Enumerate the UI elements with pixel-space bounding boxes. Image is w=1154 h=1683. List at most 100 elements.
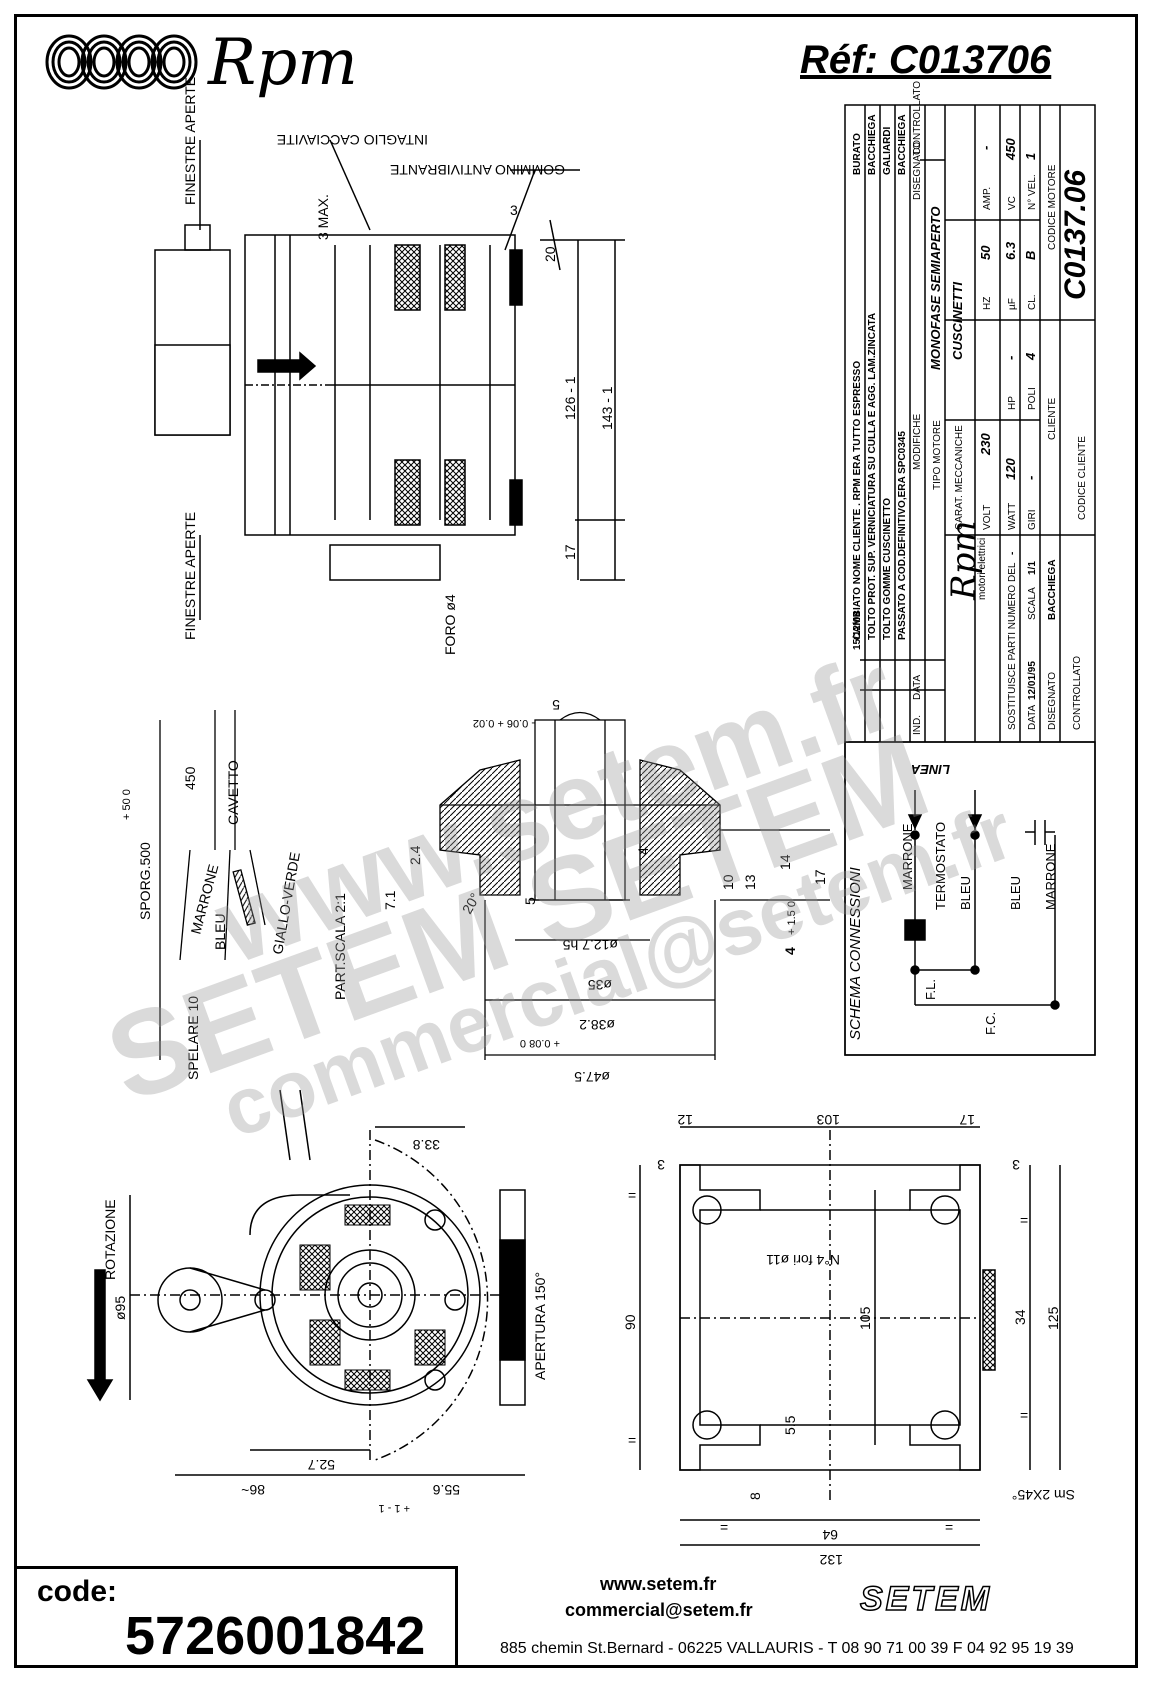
brand-name: Rpm (208, 26, 358, 100)
tipo-motore: MONOFASE SEMIAPERTO (928, 207, 943, 371)
d382-label: ø38.2 (579, 1017, 615, 1033)
mod-1-by: BACCHIEGA (897, 114, 908, 175)
code-label: code: (37, 1575, 118, 1608)
mod-4-date: 15/12/04 (852, 611, 863, 650)
gommino-label: GOMMINO ANTIVIBRANTE (390, 162, 565, 178)
b-eq4: = (945, 1519, 953, 1535)
mod-2-text: TOLTO GOMME CUSCINETTO (882, 498, 893, 640)
hp-label: HP (1007, 396, 1018, 410)
cavetto-label: CAVETTO (225, 760, 241, 825)
dim-3: 3 (510, 202, 518, 218)
dis-val: BACCHIEGA (1047, 559, 1058, 620)
dim-143: 143 - 1 (599, 386, 615, 430)
carat: CUSCINETTI (950, 282, 965, 360)
code-value: 5726001842 (125, 1606, 426, 1666)
b-d3b: 3 (1012, 1157, 1020, 1173)
d450-label: 450 (182, 766, 198, 790)
setem-logo: SETEM (859, 1579, 993, 1619)
b-d17: 17 (959, 1112, 975, 1128)
tol-label: - 0.06 + 0.02 (473, 717, 535, 729)
fl-label: F.L. (923, 979, 938, 1000)
hz-label: HZ (982, 297, 993, 310)
date-label: DATA (1027, 704, 1038, 730)
cable-view (159, 710, 266, 1060)
front-view-labels: 33.8 ROTAZIONE ø95 APERTURA 150° 52.7 86… (102, 1137, 548, 1514)
uf: 6.3 (1003, 241, 1018, 260)
fc-label: F.C. (983, 1012, 998, 1035)
giri: - (1023, 476, 1038, 480)
schema-bleu2: BLEU (1008, 876, 1023, 910)
mod-3-by: BACCHIEGA (867, 114, 878, 175)
d527-label: 52.7 (308, 1457, 335, 1473)
bracket-view (639, 1126, 1061, 1546)
d127-label: ø12.7 h5 (563, 937, 618, 953)
nvel: 1 (1023, 153, 1038, 160)
cliente-label: CLIENTE (1047, 397, 1058, 440)
finestre-bottom-label: FINESTRE APERTE (182, 512, 198, 640)
front-view (86, 1089, 526, 1476)
hp: - (1003, 356, 1018, 360)
d4b-label: 4 (782, 947, 798, 955)
d35-label: ø35 (588, 977, 612, 993)
watt: 120 (1003, 458, 1018, 480)
giri-label: GIRI (1027, 509, 1038, 530)
tb-logo-text: Rpm (944, 520, 984, 601)
schema-marrone2: MARRONE (1043, 843, 1058, 910)
partial-view (439, 711, 830, 1060)
intaglio-label: INTAGLIO CACCIAVITE (277, 132, 428, 148)
max-label: 3 MAX. (315, 194, 331, 240)
disegnato-label: DISEGNATO (912, 142, 923, 200)
partial-labels: PART.SCALA 2:1 5 - 0.06 + 0.02 2.4 7.1 4… (332, 697, 828, 1085)
scale-label: PART.SCALA 2:1 (332, 893, 348, 1000)
sporg-label: SPORG.500 (137, 842, 153, 920)
rpm-logo-coils (45, 34, 198, 90)
tb-logo-sub: motori elettrici (977, 538, 988, 600)
d5-label: 5 (552, 697, 560, 713)
watt-label: WATT (1007, 503, 1018, 530)
b-d8: 8 (747, 1492, 763, 1500)
sporg-tol: + 50 0 (121, 789, 133, 820)
bleu-label: BLEU (212, 913, 228, 950)
side-view-labels: FINESTRE APERTE INTAGLIO CACCIAVITE GOMM… (182, 77, 615, 655)
poli: 4 (1023, 352, 1038, 361)
b-d103: 103 (816, 1112, 840, 1128)
b-d12: 12 (677, 1112, 693, 1128)
dim-17: 17 (562, 544, 578, 560)
cl: B (1023, 251, 1038, 260)
schema-bleu: BLEU (958, 876, 973, 910)
b-d105: 105 (857, 1306, 873, 1330)
amp: - (978, 146, 993, 150)
date-val: 12/01/95 (1027, 661, 1038, 700)
d4-label: 4 (635, 847, 651, 855)
hz: 50 (978, 245, 993, 260)
schema-connessioni (904, 790, 1060, 1010)
footer-email-link[interactable]: commercial@setem.fr (565, 1600, 753, 1620)
tol2-label: + 1.5 0 (786, 901, 798, 935)
d556-label: 55.6 (433, 1482, 460, 1498)
b-eq6: = (1020, 1407, 1028, 1423)
b-d125: 125 (1045, 1306, 1061, 1330)
schema-marrone: MARRONE (900, 823, 915, 890)
side-view (154, 139, 625, 620)
reference-number: Réf: C013706 (800, 38, 1052, 82)
d382tol-label: + 0.08 0 (520, 1037, 560, 1049)
sostituisce-label: SOSTITUISCE PARTI NUMERO DEL (1007, 562, 1018, 730)
scala-val: 1/1 (1027, 561, 1038, 575)
b-eq1: = (628, 1187, 636, 1203)
drawing-frame (14, 14, 1138, 1668)
b-d55: 5.5 (782, 1415, 798, 1435)
sostituisce-val: - (1007, 552, 1018, 555)
mod-4-by: BURATO (852, 133, 863, 175)
spelare-label: SPELARE 10 (185, 996, 201, 1080)
footer-web-link[interactable]: www.setem.fr (600, 1574, 717, 1594)
rotazione-label: ROTAZIONE (102, 1199, 118, 1280)
footer-address: 885 chemin St.Bernard - 06225 VALLAURIS … (500, 1640, 1074, 1657)
b-d64: 64 (822, 1527, 838, 1543)
controllato2-label: CONTROLLATO (1072, 656, 1083, 730)
dim-126: 126 - 1 (562, 376, 578, 420)
volt-label: VOLT (982, 505, 993, 530)
poli-label: POLI (1027, 387, 1038, 410)
d475-label: ø47.5 (574, 1069, 610, 1085)
termostato-label: TERMOSTATO (933, 822, 948, 910)
